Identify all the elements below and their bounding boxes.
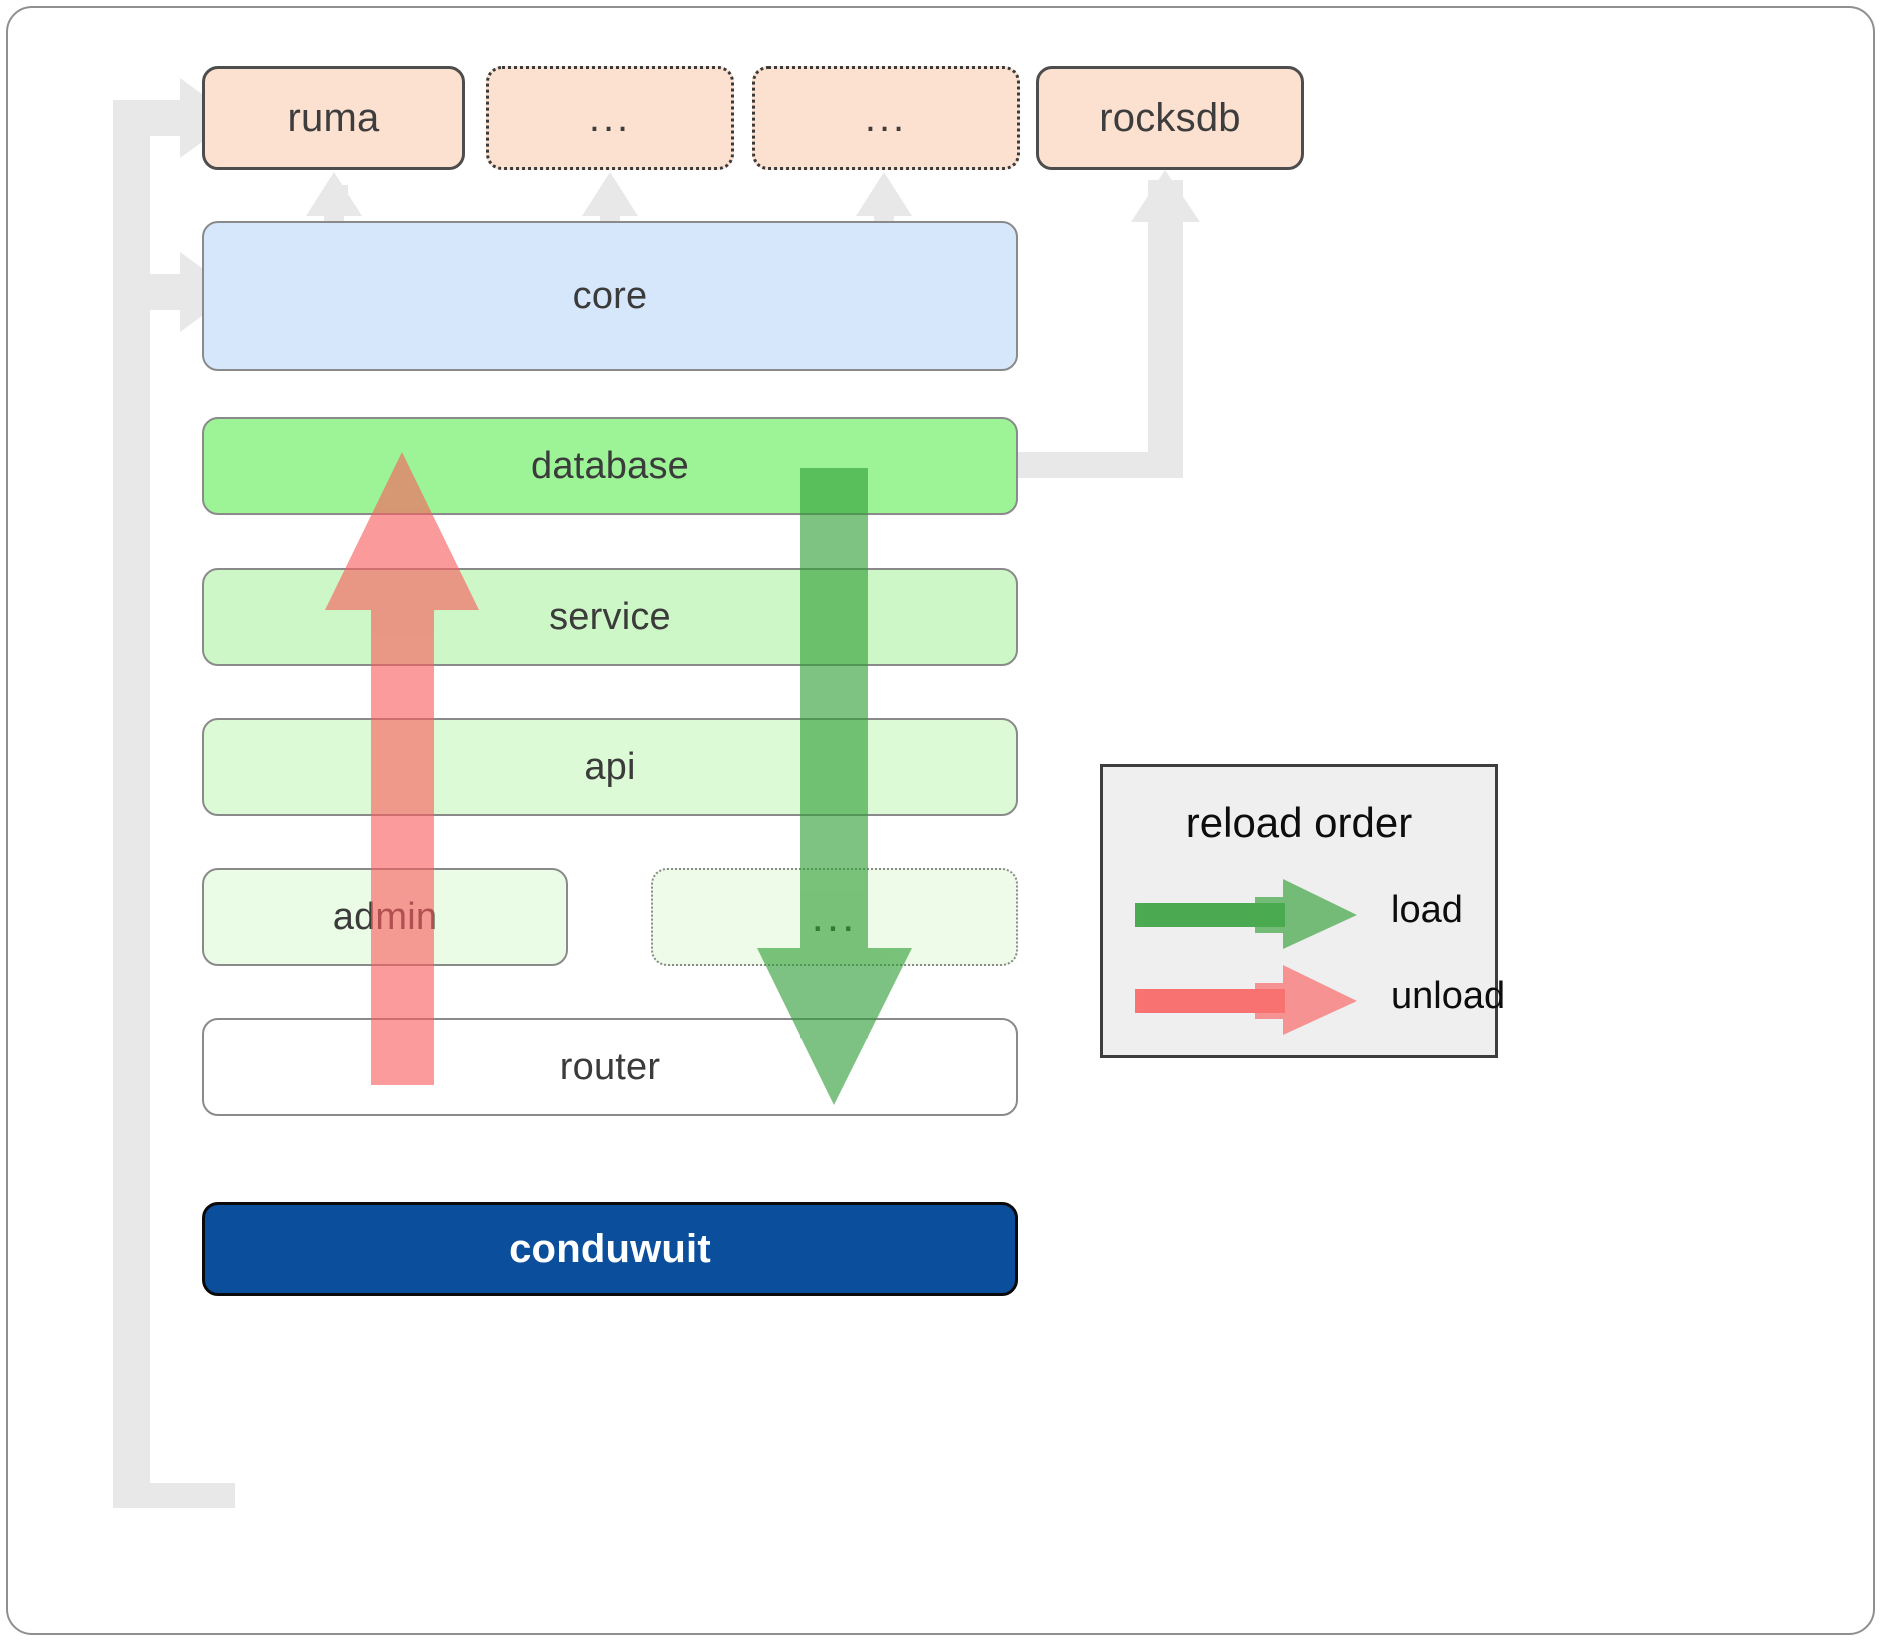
layer-label: core: [572, 274, 648, 317]
layer-node-router[interactable]: router: [202, 1018, 1018, 1116]
layer-label: service: [549, 595, 671, 638]
layer-node-service[interactable]: service: [202, 568, 1018, 666]
dependency-label: rocksdb: [1099, 95, 1241, 140]
layer-node-core[interactable]: core: [202, 221, 1018, 371]
legend-title: reload order: [1185, 799, 1413, 846]
dependency-label: ruma: [287, 95, 380, 140]
legend-unload-arrow-icon: [1135, 965, 1357, 1035]
layer-label: database: [531, 444, 689, 487]
dependency-label: ...: [588, 96, 632, 140]
dependency-label: ...: [864, 96, 908, 140]
dependency-node-rocksdb[interactable]: rocksdb: [1036, 66, 1304, 170]
legend-unload-label: unload: [1391, 975, 1506, 1017]
layer-label: router: [559, 1045, 661, 1088]
legend-load-label: load: [1391, 889, 1463, 931]
layer-node-api[interactable]: api: [202, 718, 1018, 816]
legend-load-arrow-icon: [1135, 879, 1357, 949]
dependency-node-ruma[interactable]: ruma: [202, 66, 465, 170]
dependency-node-placeholder-2[interactable]: ...: [752, 66, 1020, 170]
layer-node-database[interactable]: database: [202, 417, 1018, 515]
layer-node-placeholder[interactable]: ...: [651, 868, 1018, 966]
layer-node-admin[interactable]: admin: [202, 868, 568, 966]
layer-label: admin: [332, 895, 438, 938]
layer-label: api: [584, 745, 636, 788]
dependency-node-placeholder-1[interactable]: ...: [486, 66, 734, 170]
legend-panel: reload order load unload: [1100, 764, 1505, 1058]
layer-label: ...: [811, 892, 858, 942]
binary-label: conduwuit: [509, 1226, 711, 1271]
binary-node-conduwuit[interactable]: conduwuit: [202, 1202, 1018, 1296]
